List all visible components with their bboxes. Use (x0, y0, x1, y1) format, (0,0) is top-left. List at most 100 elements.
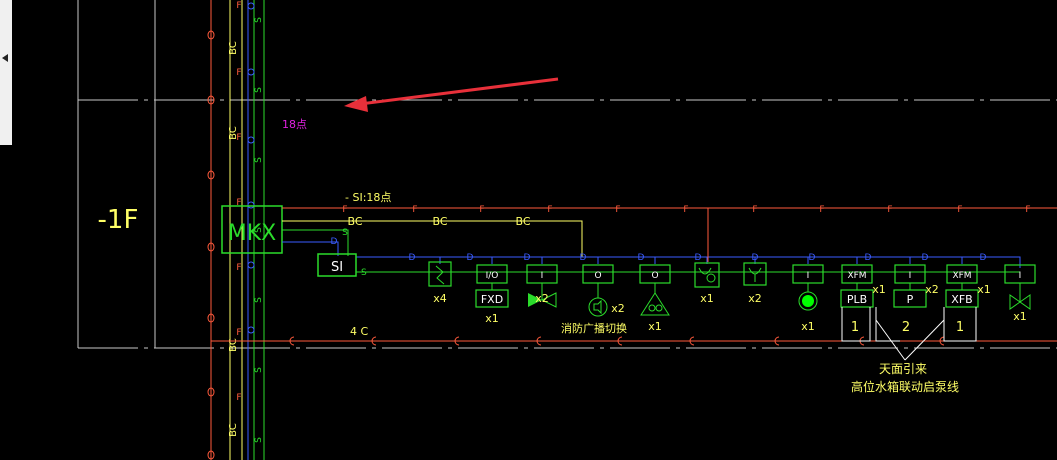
riser-oval-blue (247, 136, 255, 144)
module-label: I (1019, 271, 1022, 281)
floor-label: -1F (98, 205, 139, 235)
riser-oval-blue (247, 68, 255, 76)
riser-label-f: F (236, 263, 241, 273)
riser-label-s: S (254, 297, 264, 303)
bus-label-f: F (752, 205, 757, 215)
riser-label-f: F (236, 198, 241, 208)
bus-label-bc: BC (432, 215, 447, 228)
left-panel-toggle[interactable] (0, 0, 12, 145)
riser-label-f: F (236, 68, 241, 78)
device-count: x1 (872, 283, 886, 296)
bus-bc (282, 220, 583, 257)
bus-label-d: D (467, 253, 474, 263)
bus-label-f: F (547, 205, 552, 215)
module-label: XFM (847, 271, 866, 281)
bus-label-f: F (819, 205, 824, 215)
bus-label-d: D (524, 253, 531, 263)
linkage-number-2: 2 (902, 320, 910, 335)
device-count: x1 (1013, 310, 1027, 323)
riser-label-f: F (236, 328, 241, 338)
bus-d-stub (282, 241, 339, 256)
device-count: x1 (700, 292, 714, 305)
riser-label-bc: BC (228, 126, 239, 140)
module-label: I (909, 271, 912, 281)
device-count: x2 (535, 292, 549, 305)
xfm-plb[interactable]: XFM PLB x1 (840, 257, 886, 308)
device-count: x2 (925, 283, 939, 296)
bus-label-d: D (865, 253, 872, 263)
sub-label: XFB (951, 293, 972, 306)
bus-label-f: F (1025, 205, 1030, 215)
bus-label-f: F (887, 205, 892, 215)
device-count: x1 (977, 283, 991, 296)
input-module-pump[interactable]: Ix1 (792, 257, 824, 333)
broadcast-note: 消防广播切换 (561, 321, 627, 335)
riser-oval-red (207, 387, 215, 397)
mkx-label: MKX (228, 221, 276, 246)
module-label: I/O (486, 271, 499, 281)
sub-label: P (907, 293, 914, 306)
riser-oval-blue (247, 326, 255, 334)
riser-label-s: S (254, 157, 264, 163)
riser-label-s: S (254, 87, 264, 93)
line-4c-label: 4 C (350, 325, 368, 338)
annotation-arrow-icon (344, 77, 559, 112)
riser-oval-red (207, 450, 215, 460)
roof-note-2: 高位水箱联动启泵线 (851, 379, 959, 394)
riser-oval-red (207, 30, 215, 40)
input-module-p[interactable]: I Px2 (893, 257, 939, 308)
riser-oval-blue (247, 261, 255, 269)
bus-label-f: F (479, 205, 484, 215)
hydrant-button-icon (743, 262, 767, 286)
hydrant-button[interactable]: x2 (743, 257, 767, 305)
bus-d (356, 256, 1021, 268)
bus-label-d: D (638, 253, 645, 263)
c-mark (536, 336, 542, 346)
grid-lines (77, 0, 1057, 349)
linkage-number-3: 1 (956, 320, 964, 335)
riser-label-s: S (254, 367, 264, 373)
riser-label-bc: BC (228, 338, 239, 352)
riser-label-bc: BC (228, 41, 239, 55)
speaker-icon (588, 297, 608, 317)
riser-oval-red (207, 170, 215, 180)
sub-label: PLB (847, 293, 867, 306)
bus-label-f: F (412, 205, 417, 215)
bus-label-bc: BC (347, 215, 362, 228)
input-module-valve-end[interactable]: Ix1 (1004, 257, 1036, 323)
riser-label-f: F (236, 133, 241, 143)
riser-bundle (210, 0, 265, 460)
si-box[interactable] (317, 253, 357, 277)
module-label: I (807, 271, 810, 281)
c-mark (454, 336, 460, 346)
bus-label-bc: BC (515, 215, 530, 228)
riser-label-s: S (254, 437, 264, 443)
device-count: x2 (611, 302, 625, 315)
input-module-valve[interactable]: Ix2 (526, 257, 558, 308)
c-mark (617, 336, 623, 346)
bus-lines (282, 207, 1057, 273)
c-mark (689, 336, 695, 346)
module-label: O (651, 271, 658, 281)
bus-label-d: D (980, 253, 987, 263)
bus-label-f: F (957, 205, 962, 215)
bus-label-s: S (361, 268, 367, 278)
riser-oval-red (207, 313, 215, 323)
bus-label-f: F (342, 205, 347, 215)
smoke-detector[interactable]: x4 (428, 257, 452, 305)
si-label: SI (331, 260, 343, 275)
riser-label-f: F (236, 393, 241, 403)
output-module-alarm[interactable]: Ox1 (639, 257, 671, 333)
riser-oval-blue (247, 2, 255, 10)
sub-label: FXD (481, 293, 503, 306)
output-module-speaker[interactable]: Ox2 (582, 257, 625, 317)
manual-call-point[interactable]: x1 (694, 257, 720, 305)
valve-icon (528, 293, 542, 307)
bus-s (282, 229, 349, 256)
collapse-arrow-icon[interactable] (2, 54, 8, 62)
